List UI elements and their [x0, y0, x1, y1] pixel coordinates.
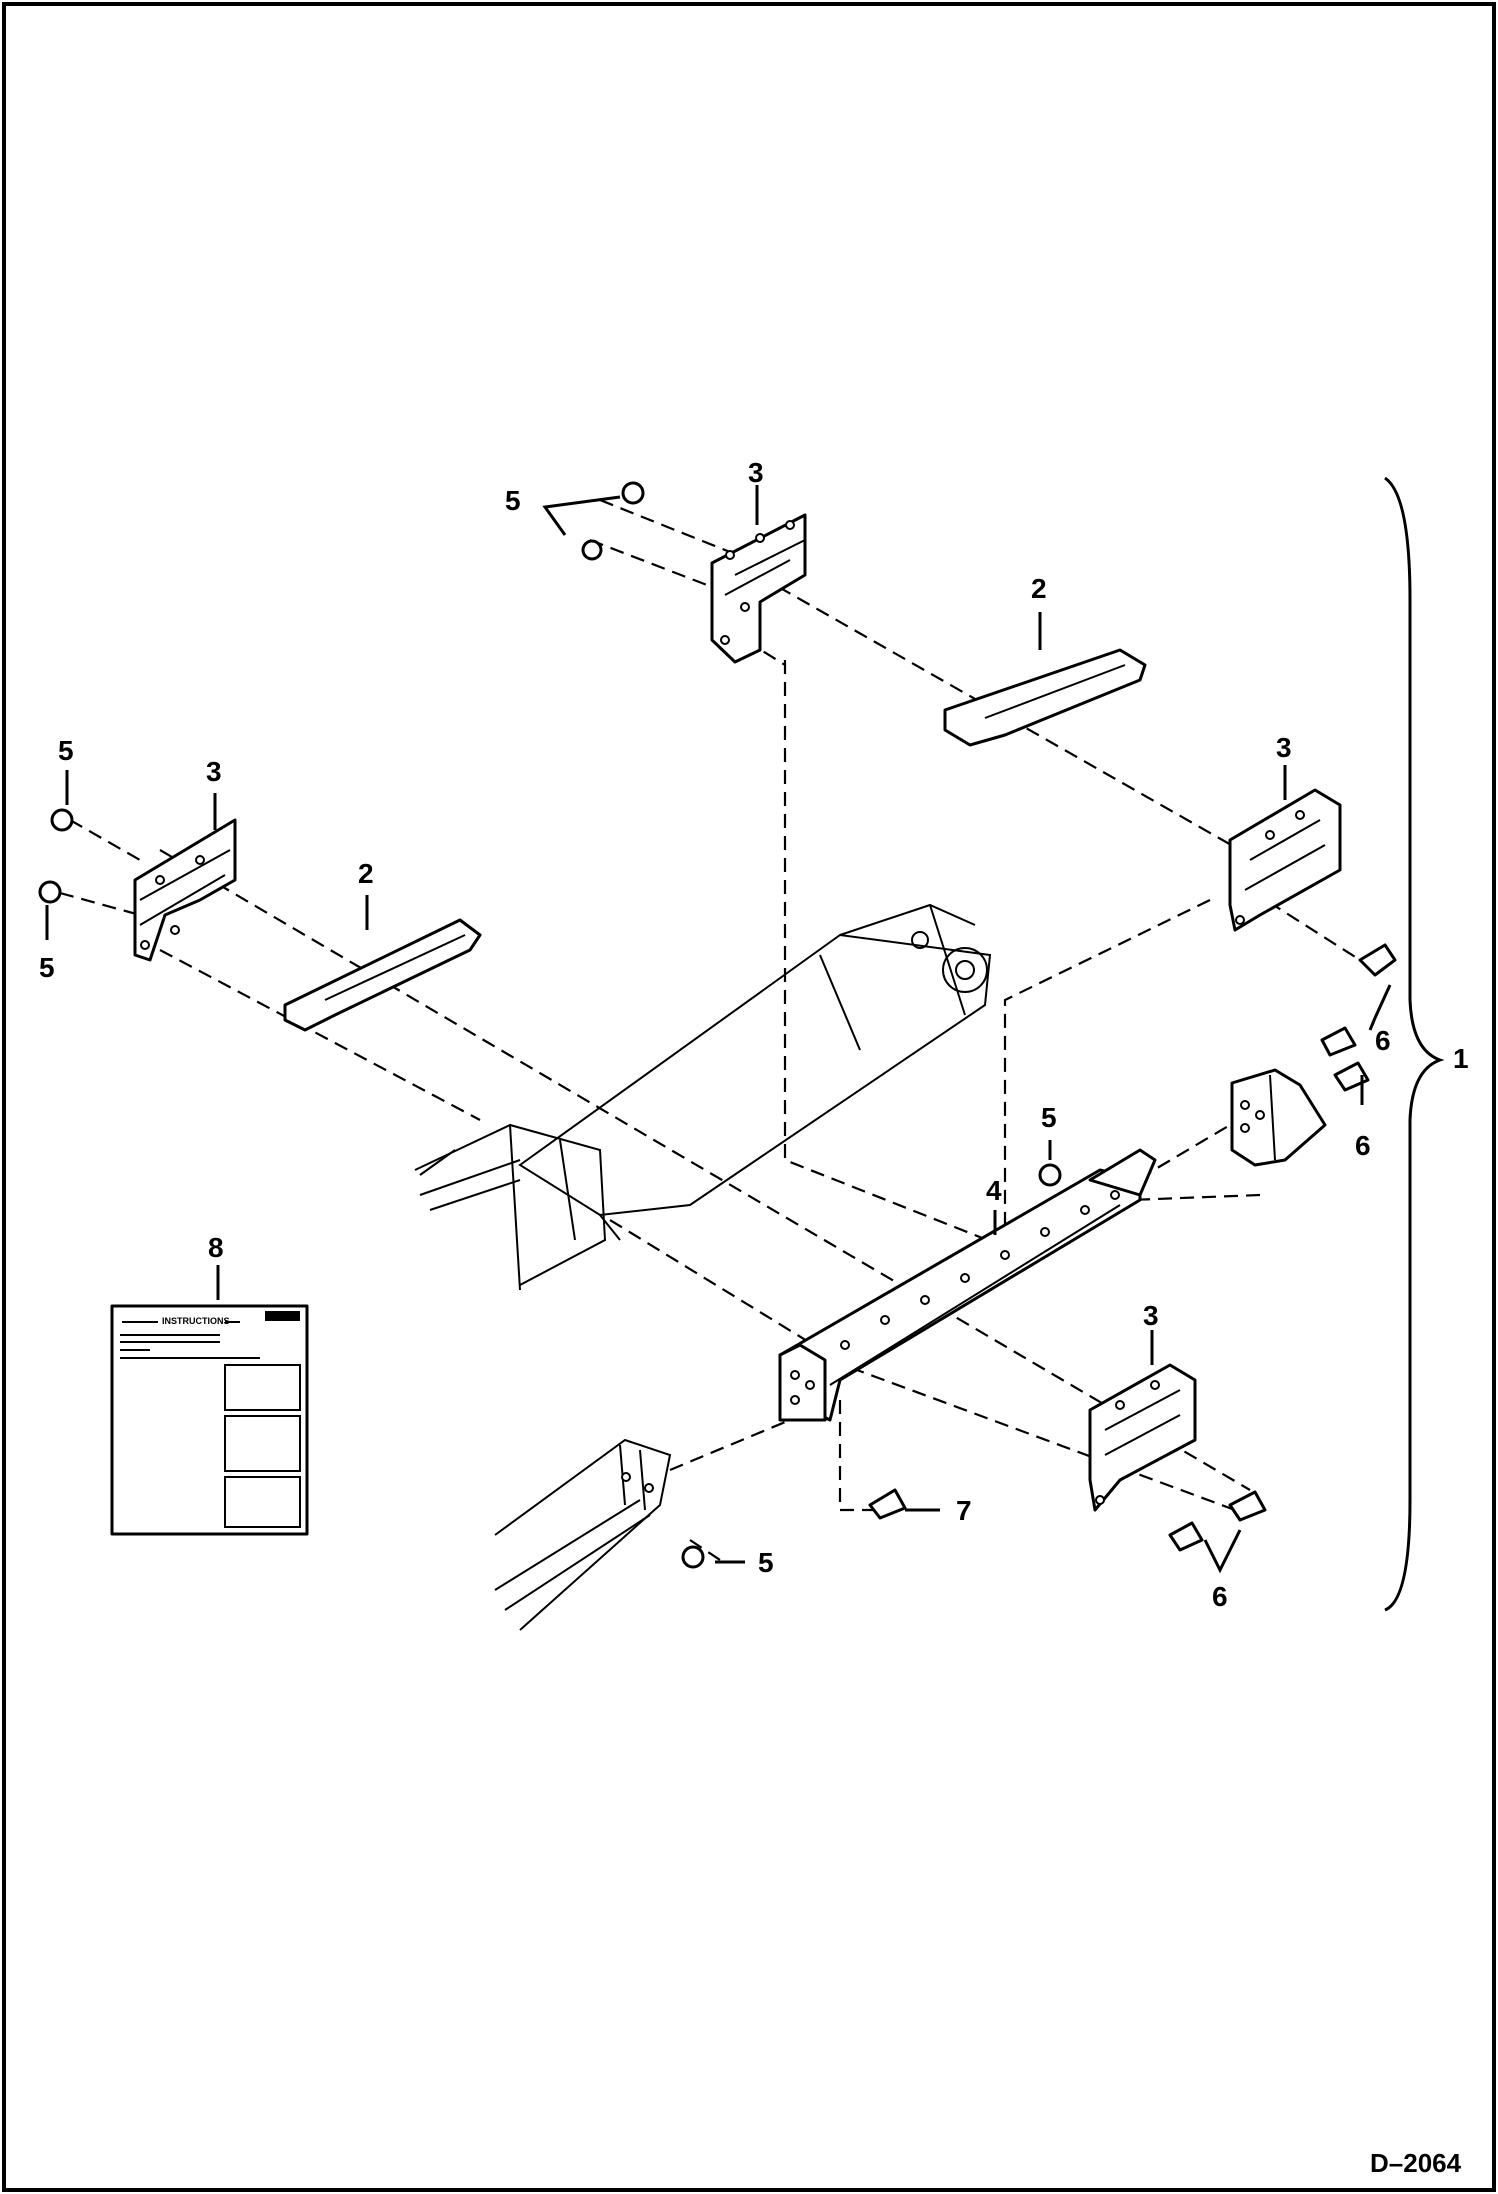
- nut-top-1: [621, 481, 645, 505]
- callout-5-left-bottom: 5: [39, 952, 55, 983]
- lower-arm: [494, 1438, 672, 1631]
- callout-6-upper: 6: [1375, 1025, 1391, 1056]
- nut-top-2: [581, 539, 603, 561]
- right-clamp-block: [1230, 1068, 1327, 1167]
- bolt-3: [1333, 1061, 1370, 1092]
- callout-5-center: 5: [1041, 1102, 1057, 1133]
- callout-3-left: 3: [206, 756, 222, 787]
- callout-3-top: 3: [748, 457, 764, 488]
- callout-5-top: 5: [505, 485, 521, 516]
- nut-left-1: [50, 808, 74, 832]
- bracket-left: [133, 818, 237, 962]
- callout-4: 4: [986, 1175, 1002, 1206]
- callout-labels: 1 2 2 3 3 3 3 4 5 5 5 5 5 6 6 6 7 8: [39, 457, 1469, 1612]
- step-shield-top: [943, 648, 1147, 747]
- bracket-top-center: [710, 513, 807, 664]
- callout-5-lower: 5: [758, 1547, 774, 1578]
- callout-5-left-top: 5: [58, 735, 74, 766]
- callout-8: 8: [208, 1232, 224, 1263]
- mounting-bar: [778, 1148, 1157, 1422]
- callout-2-top: 2: [1031, 573, 1047, 604]
- callout-pointers: [45, 485, 1392, 1574]
- bolt-2: [1320, 1026, 1357, 1057]
- bolt-4: [1228, 1490, 1267, 1522]
- bracket-right-upper: [1228, 788, 1342, 932]
- callout-7: 7: [956, 1495, 972, 1526]
- bolt-7: [868, 1488, 907, 1520]
- bolt-1: [1358, 943, 1397, 977]
- hardware: [38, 481, 1397, 1569]
- callout-1: 1: [1453, 1043, 1469, 1074]
- group-brace: [1384, 476, 1445, 1612]
- bracket-right-lower: [1088, 1363, 1197, 1512]
- nut-center: [1038, 1163, 1062, 1187]
- callout-3-lower: 3: [1143, 1300, 1159, 1331]
- callout-3-right: 3: [1276, 732, 1292, 763]
- nut-lower: [681, 1545, 705, 1569]
- nut-left-2: [38, 880, 62, 904]
- excavator-arm: [414, 903, 992, 1291]
- instruction-heading: INSTRUCTIONS: [162, 1316, 230, 1326]
- callout-6-lower: 6: [1212, 1581, 1228, 1612]
- instruction-sheet: INSTRUCTIONS: [110, 1304, 309, 1536]
- step-shield-left: [283, 918, 482, 1032]
- callout-6-middle: 6: [1355, 1130, 1371, 1161]
- callout-2-left: 2: [358, 858, 374, 889]
- bolt-5: [1168, 1521, 1204, 1552]
- figure-id: D–2064: [1370, 2148, 1462, 2178]
